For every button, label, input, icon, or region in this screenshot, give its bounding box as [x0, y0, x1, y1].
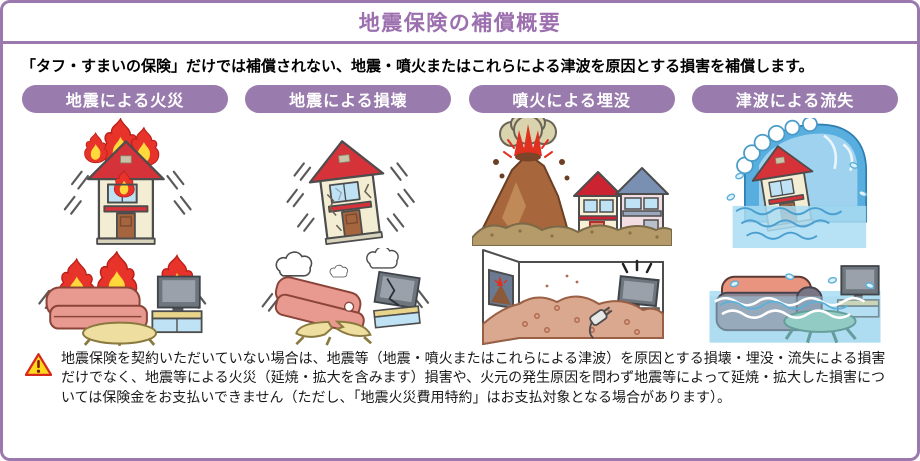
sofa — [45, 286, 148, 330]
volcano-burying-houses-illustration — [471, 118, 672, 246]
eruption-burst — [513, 124, 542, 156]
tsunami-house-illustration — [725, 118, 868, 249]
page-title: 地震保険の補償概要 — [358, 12, 562, 35]
buried-room-illustration — [481, 249, 664, 346]
flooded-table — [783, 309, 857, 343]
illustration-column-earthquake-damage — [245, 118, 451, 346]
broken-furniture-illustration — [261, 248, 431, 346]
window-with-volcano — [487, 268, 514, 310]
broken-tv — [373, 270, 422, 310]
flooded-room-illustration — [709, 264, 881, 343]
warning-note-text: 地震保険を契約いただいていない場合は、地震等（地震・噴火またはこれらによる津波）… — [61, 350, 886, 405]
category-badge-earthquake-damage: 地震による損壊 — [245, 85, 452, 113]
cracked-house-illustration — [286, 135, 416, 247]
category-badge-row: 地震による火災 地震による損壊 噴火による埋没 津波による流失 — [17, 85, 903, 113]
tv-stand — [151, 310, 203, 334]
burning-living-room-illustration — [37, 251, 207, 346]
category-badge-earthquake-fire: 地震による火災 — [22, 85, 228, 113]
tv — [156, 275, 201, 312]
mud-flow — [471, 222, 672, 246]
warning-note: 地震保険を契約いただいていない場合は、地震等（地震・噴火またはこれらによる津波）… — [17, 346, 903, 407]
illustration-column-eruption-burial — [469, 118, 675, 346]
category-badge-eruption-burial: 噴火による埋没 — [468, 85, 675, 113]
broken-table — [295, 320, 373, 346]
broken-tv-stand — [373, 305, 422, 329]
illustration-row — [17, 113, 903, 346]
debris-flow — [481, 295, 664, 346]
illustration-column-tsunami-washaway — [692, 118, 898, 346]
burning-house-illustration — [63, 118, 193, 246]
warning-triangle-icon — [25, 352, 52, 377]
title-bar: 地震保険の補償概要 — [3, 3, 917, 44]
intro-text: 「タフ・すまいの保険」だけでは補償されない、地震・噴火またはこれらによる津波を原… — [21, 58, 814, 75]
illustration-column-earthquake-fire — [22, 118, 228, 346]
round-table — [82, 321, 158, 346]
content-area: 「タフ・すまいの保険」だけでは補償されない、地震・噴火またはこれらによる津波を原… — [3, 44, 917, 407]
category-badge-tsunami-washaway: 津波による流失 — [691, 85, 898, 113]
power-plug — [588, 306, 613, 339]
